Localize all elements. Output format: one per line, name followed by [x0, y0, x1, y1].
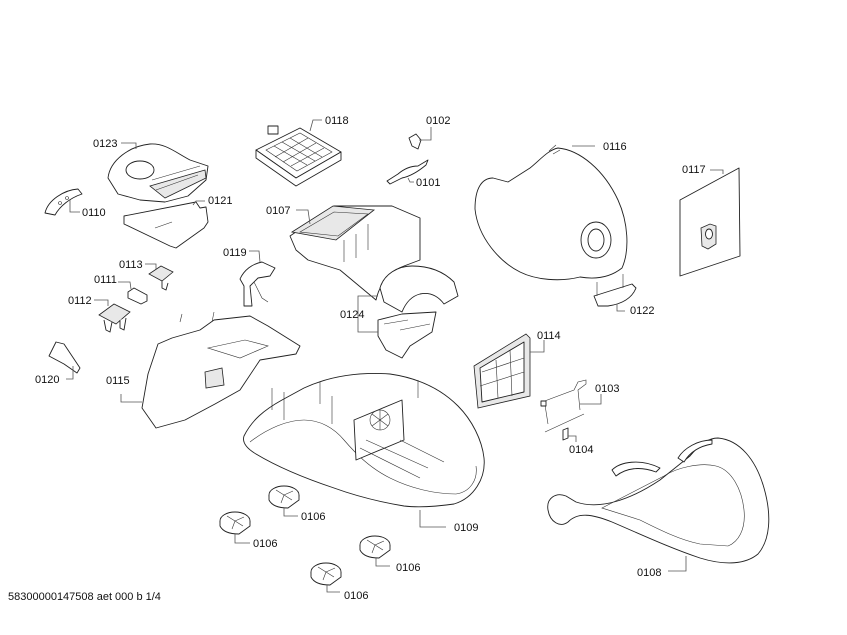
callout-0114[interactable]: 0114 [537, 330, 561, 342]
part-0124-shroud[interactable] [377, 265, 459, 359]
part-0102-bracket[interactable] [408, 133, 422, 150]
callout-0109[interactable]: 0109 [454, 522, 478, 534]
part-0103-lever[interactable] [540, 379, 587, 433]
part-0118-filter[interactable] [255, 125, 342, 187]
callout-0102[interactable]: 0102 [426, 115, 450, 127]
leader-0113 [145, 263, 157, 269]
part-0106-wheel-d[interactable] [310, 562, 342, 586]
callout-0107[interactable]: 0107 [266, 205, 290, 217]
callout-0116[interactable]: 0116 [603, 141, 627, 153]
callout-0122[interactable]: 0122 [630, 305, 654, 317]
part-0123-cover[interactable] [107, 143, 209, 203]
leader-0111 [118, 281, 132, 290]
callout-0110[interactable]: 0110 [82, 207, 106, 219]
leader-0106b [234, 534, 250, 544]
callout-0103[interactable]: 0103 [595, 383, 619, 395]
leader-0119 [249, 250, 261, 263]
leader-0106c [375, 558, 390, 567]
part-0115-front-shell[interactable] [141, 311, 301, 429]
leader-0123 [121, 142, 137, 149]
part-0116-bag-cover[interactable] [474, 144, 628, 281]
part-0104-clip[interactable] [562, 427, 569, 441]
part-0106-wheel-b[interactable] [219, 511, 251, 535]
callout-0111[interactable]: 0111 [94, 274, 117, 286]
callout-0106c[interactable]: 0106 [396, 562, 420, 574]
callout-0123[interactable]: 0123 [93, 138, 117, 150]
callout-0124[interactable]: 0124 [340, 309, 364, 321]
leader-0120 [66, 366, 74, 380]
callout-0117[interactable]: 0117 [682, 164, 706, 176]
callout-0115[interactable]: 0115 [106, 375, 130, 387]
leader-0112 [94, 299, 109, 306]
leader-0115 [120, 394, 142, 403]
leader-0122 [616, 304, 625, 312]
leader-0101 [407, 177, 414, 183]
callout-0108[interactable]: 0108 [637, 567, 661, 579]
callout-0113[interactable]: 0113 [119, 259, 143, 271]
part-0117-dust-bag[interactable] [679, 167, 741, 277]
leader-0106d [326, 585, 340, 593]
callout-0119[interactable]: 0119 [223, 247, 247, 259]
callout-0112[interactable]: 0112 [68, 295, 92, 307]
leader-0107 [296, 209, 311, 225]
part-0110-clip[interactable] [44, 188, 83, 216]
leader-0103 [580, 394, 602, 405]
part-0119-latch[interactable] [239, 261, 276, 307]
document-footer-id: 58300000147508 aet 000 b 1/4 [8, 591, 161, 603]
part-0121-sheet[interactable] [123, 201, 209, 249]
part-0112-button[interactable] [98, 303, 131, 333]
leader-0109 [419, 510, 446, 528]
part-0113-button[interactable] [148, 265, 174, 291]
part-0109-base-housing[interactable] [243, 373, 485, 508]
callout-0106d[interactable]: 0106 [344, 590, 368, 602]
leader-0102 [419, 127, 432, 141]
leader-0114 [530, 340, 545, 353]
callout-0118[interactable]: 0118 [325, 115, 349, 127]
leader-0118 [309, 119, 322, 132]
callout-0104[interactable]: 0104 [569, 444, 593, 456]
part-0111-slider[interactable] [127, 287, 148, 305]
leader-0121 [192, 200, 205, 206]
part-0106-wheel-c[interactable] [359, 535, 391, 559]
callout-0101[interactable]: 0101 [416, 177, 440, 189]
leader-0117 [710, 169, 724, 174]
leader-0104 [568, 435, 577, 442]
callout-0106b[interactable]: 0106 [253, 538, 277, 550]
callout-0106a[interactable]: 0106 [301, 511, 325, 523]
callout-0121[interactable]: 0121 [208, 195, 232, 207]
leader-0110 [69, 200, 80, 213]
part-0122-handle[interactable] [593, 274, 637, 307]
part-0114-filter-frame[interactable] [473, 333, 531, 409]
leader-0124 [357, 295, 378, 333]
part-0108-bumper-frame[interactable] [547, 437, 770, 564]
leader-0108 [668, 556, 687, 572]
part-0120-grip[interactable] [48, 341, 81, 374]
part-0106-wheel-a[interactable] [268, 485, 300, 509]
callout-0120[interactable]: 0120 [35, 374, 59, 386]
leader-0106a [283, 508, 298, 517]
part-0101-spring[interactable] [386, 159, 429, 185]
